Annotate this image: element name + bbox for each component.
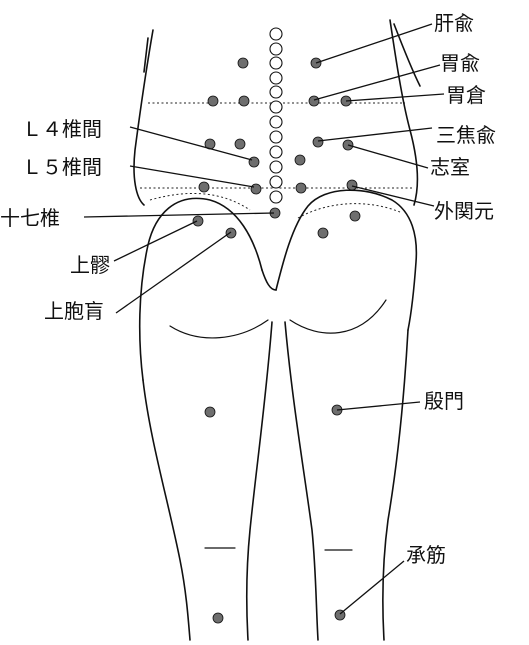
labels: 肝兪 胃兪 胃倉 三焦兪 志室 外関元 Ｌ４椎間 Ｌ５椎間 十七椎 上髎 上胞肓…: [0, 11, 496, 567]
leader-sanshouyu: [318, 128, 432, 141]
left-buttock: [140, 198, 262, 380]
point-kanyu-left: [238, 58, 248, 68]
right-gluteal-fold: [290, 300, 386, 333]
point-gaikangen-left: [199, 182, 209, 192]
label-jouryou: 上髎: [70, 253, 110, 277]
right-leg-outer: [383, 330, 408, 640]
vertebra-2: [270, 43, 282, 55]
dotted-curve-left: [150, 193, 250, 210]
leader-jouhoukou: [116, 232, 231, 313]
label-shishitsu: 志室: [430, 155, 470, 179]
label-jushichitsui: 十七椎: [0, 206, 60, 230]
label-gaikangen: 外関元: [434, 199, 494, 223]
label-isou: 胃倉: [446, 83, 486, 107]
dotted-curve-right: [298, 204, 400, 218]
point-l4-left: [249, 157, 259, 167]
vertebra-5: [270, 86, 282, 98]
vertebra-8: [270, 131, 282, 143]
spinal-column: [270, 28, 282, 203]
vertebra-7: [270, 116, 282, 128]
label-sanshouyu: 三焦兪: [436, 123, 496, 147]
point-jouryou-right: [350, 211, 360, 221]
leader-lines: [84, 24, 444, 614]
vertebra-3: [270, 57, 282, 69]
leader-inmon: [337, 402, 420, 410]
leader-l4: [130, 127, 252, 160]
point-shishitsu-left: [235, 139, 245, 149]
point-isou-left: [208, 96, 218, 106]
label-shoukin: 承筋: [406, 543, 446, 567]
vertebra-9: [270, 146, 282, 158]
leader-isou: [346, 94, 444, 101]
point-gaikangen-right: [347, 180, 357, 190]
left-leg-inner: [247, 322, 272, 640]
point-iyu-left: [239, 96, 249, 106]
leader-jushichitsui: [84, 213, 274, 217]
left-gluteal-fold: [170, 320, 268, 338]
vertebra-4: [270, 72, 282, 84]
leader-gaikangen: [352, 186, 434, 206]
point-iyu-right: [309, 96, 319, 106]
left-torso-edge: [134, 30, 153, 205]
label-l5: Ｌ５椎間: [22, 155, 102, 179]
left-leg-outer: [143, 380, 190, 640]
leader-iyu: [314, 65, 440, 100]
label-jouhoukou: 上胞肓: [44, 299, 104, 323]
point-inmon-left: [205, 407, 215, 417]
vertebra-12: [270, 191, 282, 203]
point-l5-left: [251, 184, 261, 194]
label-iyu: 胃兪: [440, 51, 480, 75]
point-l5-right: [296, 183, 306, 193]
point-sanshouyu-right: [313, 137, 323, 147]
label-kanyu: 肝兪: [434, 11, 474, 35]
vertebra-10: [270, 161, 282, 173]
vertebra-6: [270, 101, 282, 113]
point-jouhoukou-left: [226, 228, 236, 238]
point-shoukin-left: [213, 613, 223, 623]
leader-l5: [130, 166, 254, 187]
vertebra-1: [270, 28, 282, 40]
vertebra-11: [270, 176, 282, 188]
point-jouryou-left: [193, 216, 203, 226]
label-inmon: 殷門: [424, 389, 464, 413]
point-l4-right: [295, 155, 305, 165]
point-jouhoukou-right: [318, 228, 328, 238]
right-buttock: [276, 190, 416, 330]
cleft-top: [262, 270, 276, 290]
leader-jouryou: [114, 221, 197, 261]
leader-kanyu: [316, 24, 432, 63]
label-l4: Ｌ４椎間: [22, 117, 102, 141]
right-leg-inner: [285, 322, 318, 640]
leader-shoukin: [340, 561, 404, 614]
